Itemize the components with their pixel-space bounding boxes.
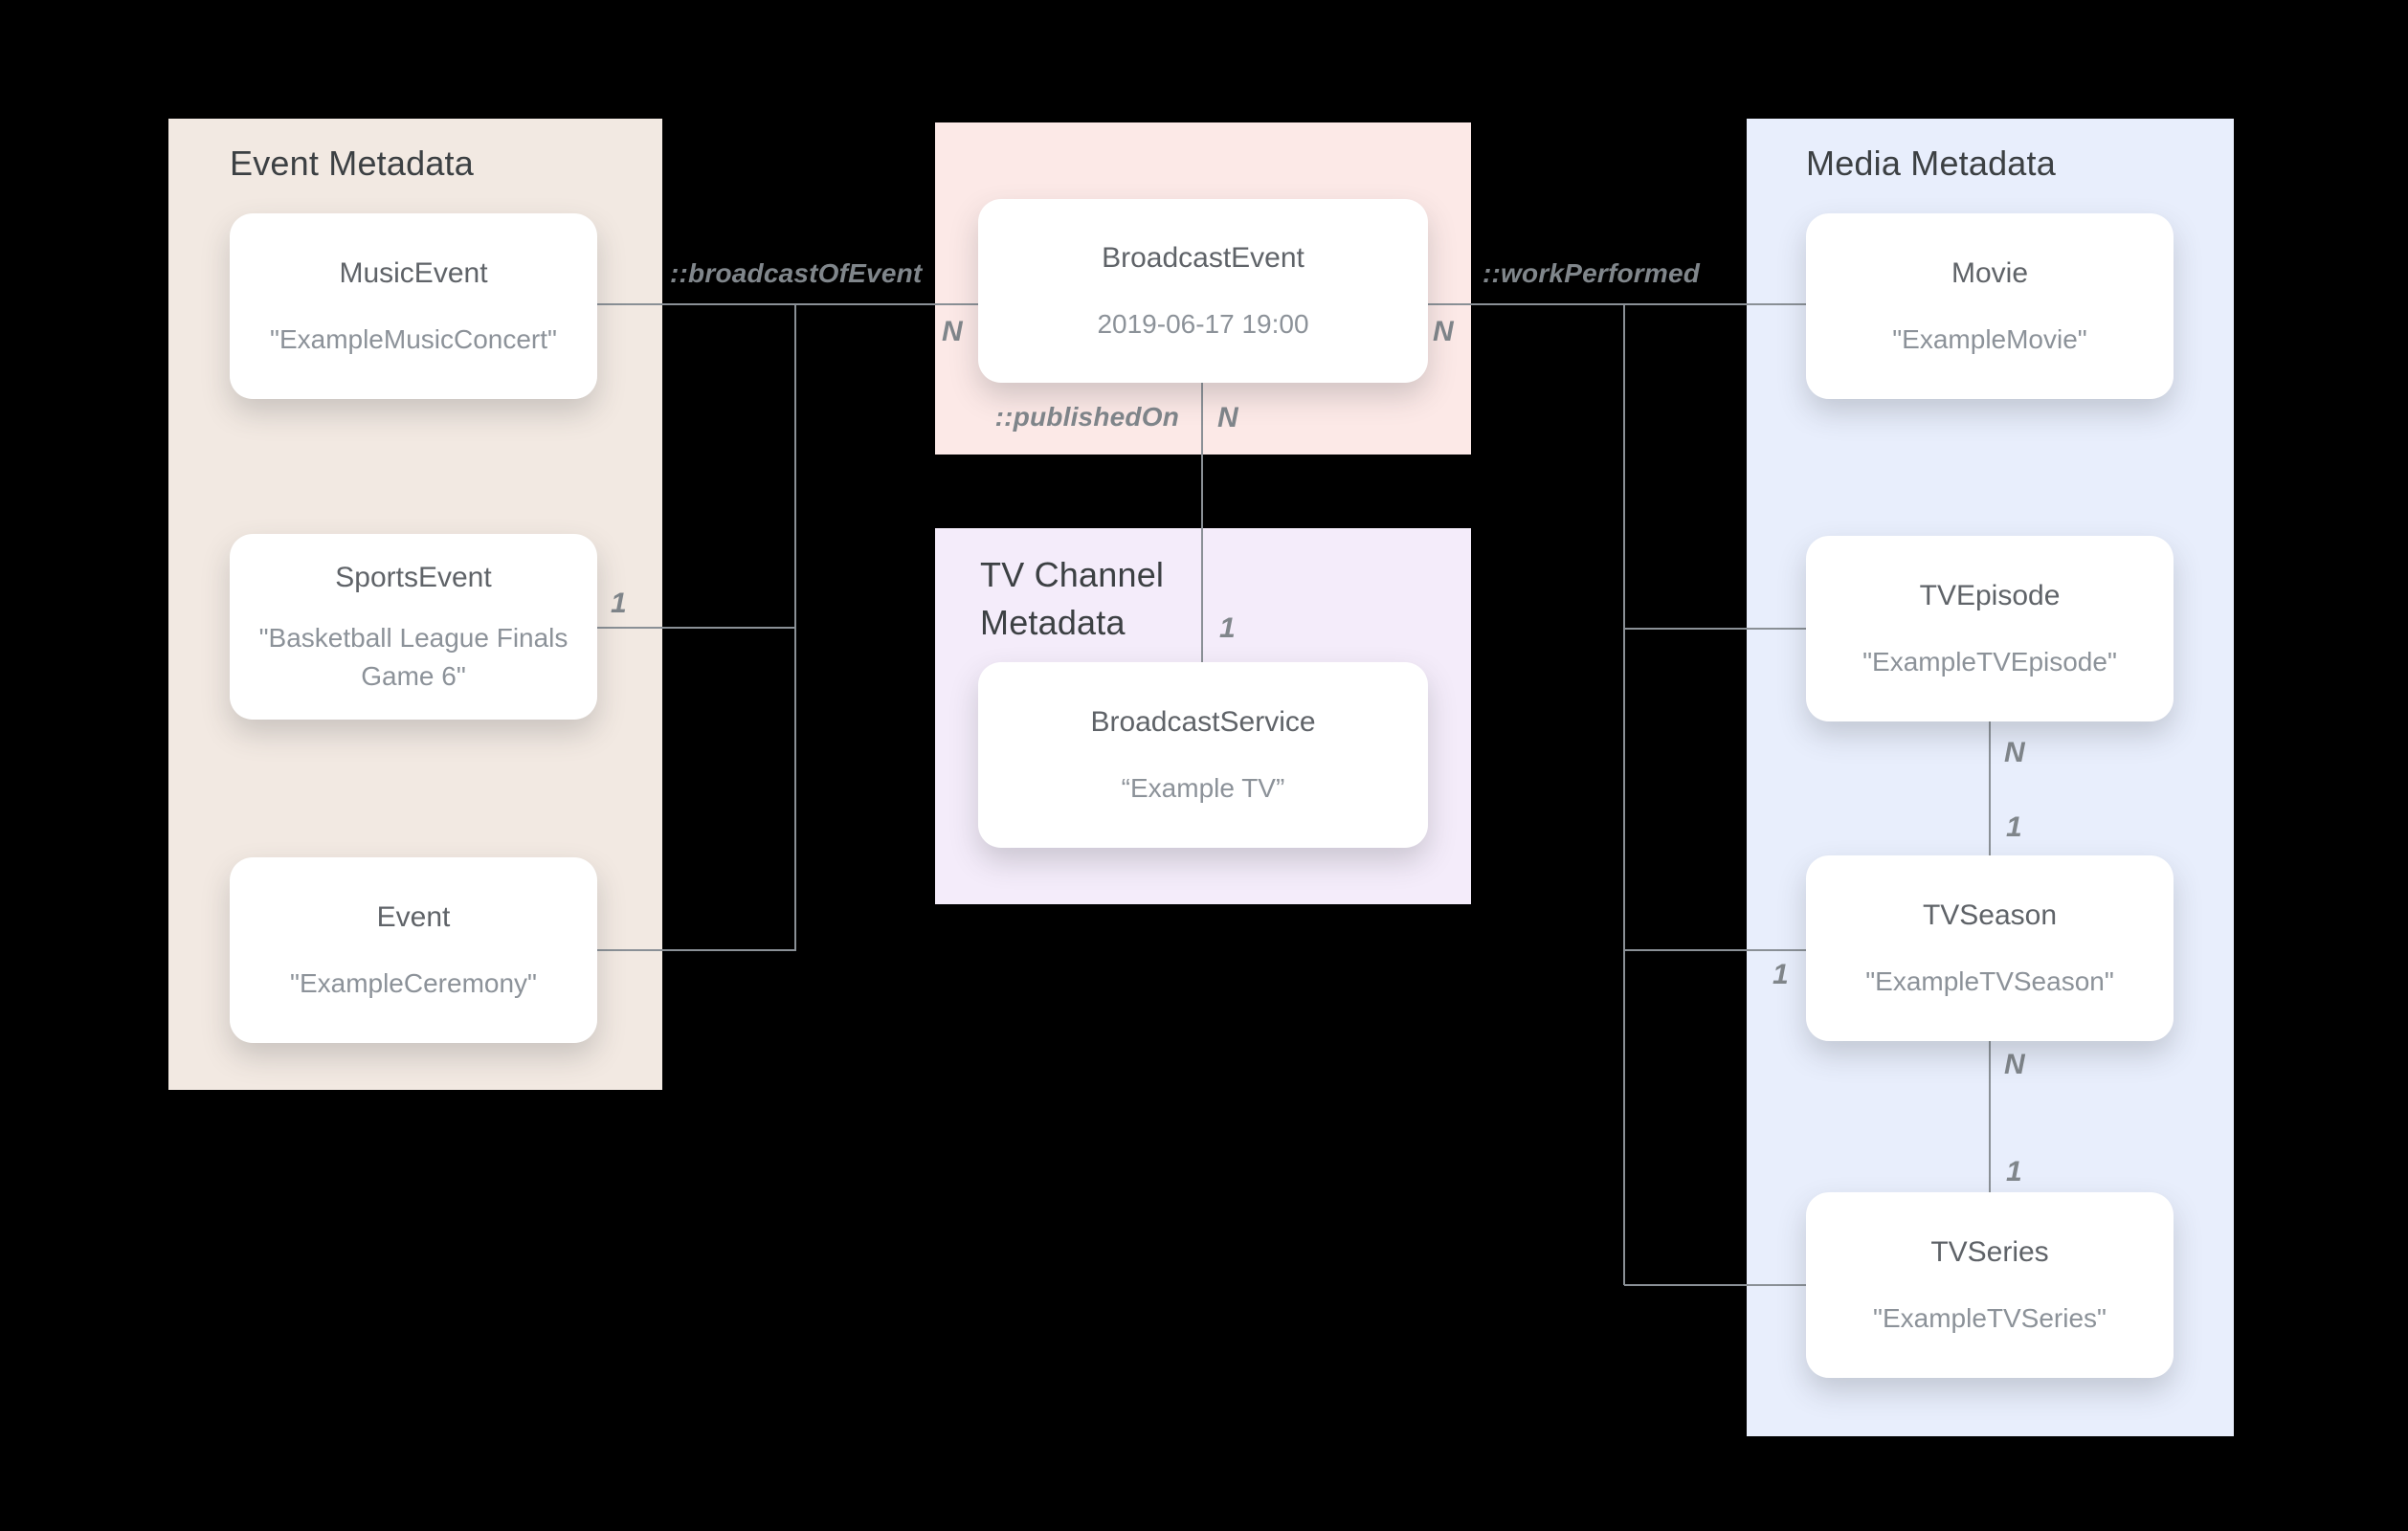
node-title: MusicEvent xyxy=(339,256,488,289)
multiplicity-season-series-n: N xyxy=(2004,1049,2025,1080)
node-title: TVSeason xyxy=(1922,899,2058,931)
node-value: “Example TV” xyxy=(1121,772,1285,803)
edge-event-branch-line xyxy=(597,949,795,951)
edge-broadcastofevent-line xyxy=(597,303,978,305)
event-metadata-title: Event Metadata xyxy=(230,144,474,183)
edge-sportsevent-branch-line xyxy=(597,627,795,629)
edge-episode-season-line xyxy=(1989,721,1991,855)
node-movie: Movie "ExampleMovie" xyxy=(1806,213,2174,399)
edge-workperformed-line xyxy=(1428,303,1806,305)
node-title: TVSeries xyxy=(1930,1235,2049,1268)
node-tv-series: TVSeries "ExampleTVSeries" xyxy=(1806,1192,2174,1378)
edge-season-series-line xyxy=(1989,1041,1991,1192)
node-title: SportsEvent xyxy=(335,562,492,594)
multiplicity-episode-season-1: 1 xyxy=(2006,811,2022,843)
multiplicity-season-series-1: 1 xyxy=(2006,1156,2022,1187)
node-value: 2019-06-17 19:00 xyxy=(1097,308,1309,339)
multiplicity-sportsevent-1: 1 xyxy=(611,588,627,619)
edge-tvepisode-branch-line xyxy=(1624,628,1806,630)
relation-publishedon-label: ::publishedOn xyxy=(994,402,1179,432)
node-tv-episode: TVEpisode "ExampleTVEpisode" xyxy=(1806,536,2174,721)
edge-media-trunk-line xyxy=(1623,303,1625,1285)
node-title: Movie xyxy=(1951,256,2029,289)
node-value: "ExampleTVSeason" xyxy=(1865,965,2114,996)
multiplicity-episode-season-n: N xyxy=(2004,737,2025,768)
relation-broadcastofevent-label: ::broadcastOfEvent xyxy=(670,258,923,288)
multiplicity-broadcast-left-n: N xyxy=(942,316,963,347)
node-title: Event xyxy=(376,900,451,933)
node-tv-season: TVSeason "ExampleTVSeason" xyxy=(1806,855,2174,1041)
node-event: Event "ExampleCeremony" xyxy=(230,857,597,1043)
node-value: "Basketball League Finals Game 6" xyxy=(258,623,569,691)
node-value: "ExampleMusicConcert" xyxy=(270,323,557,354)
tv-channel-metadata-title: TV Channel Metadata xyxy=(980,555,1165,642)
edge-tvseason-branch-line xyxy=(1624,949,1806,951)
edge-event-trunk-line xyxy=(794,303,796,951)
node-value: "ExampleMovie" xyxy=(1892,323,2087,354)
node-broadcast-service: BroadcastService “Example TV” xyxy=(978,662,1428,848)
node-value: "ExampleCeremony" xyxy=(290,967,537,998)
multiplicity-tvseason-1: 1 xyxy=(1773,959,1789,990)
edge-tvseries-branch-line xyxy=(1624,1284,1806,1286)
node-title: BroadcastEvent xyxy=(1102,241,1304,274)
multiplicity-broadcast-right-n: N xyxy=(1433,316,1454,347)
media-metadata-title: Media Metadata xyxy=(1806,144,2056,183)
node-title: BroadcastService xyxy=(1090,705,1316,738)
node-broadcast-event: BroadcastEvent 2019-06-17 19:00 xyxy=(978,199,1428,383)
relation-workperformed-label: ::workPerformed xyxy=(1483,258,1701,288)
multiplicity-publishedon-1: 1 xyxy=(1219,612,1236,644)
node-sports-event: SportsEvent "Basketball League Finals Ga… xyxy=(230,534,597,720)
edge-publishedon-line xyxy=(1201,383,1203,662)
multiplicity-publishedon-n: N xyxy=(1217,402,1238,433)
node-music-event: MusicEvent "ExampleMusicConcert" xyxy=(230,213,597,399)
node-value: "ExampleTVSeries" xyxy=(1873,1302,2107,1333)
node-title: TVEpisode xyxy=(1919,579,2061,611)
node-value: "ExampleTVEpisode" xyxy=(1862,646,2117,677)
